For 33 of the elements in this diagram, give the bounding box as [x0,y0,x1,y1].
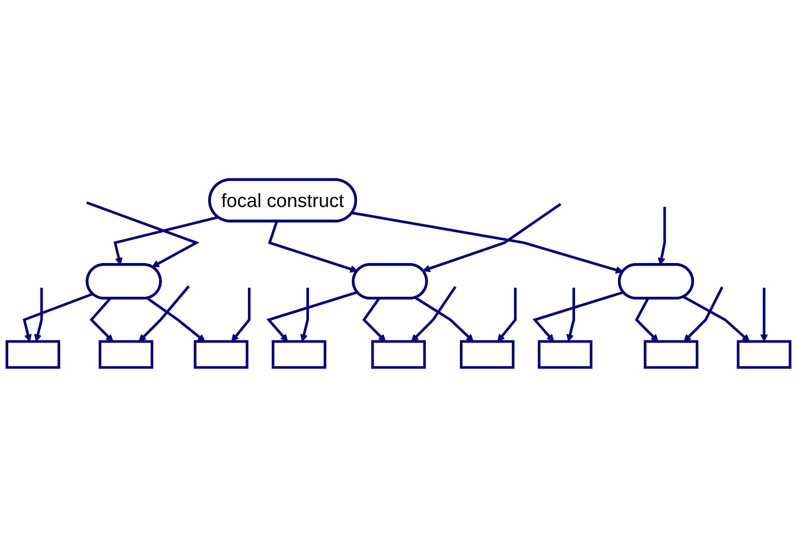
arrow [760,288,768,342]
node-box [736,340,792,369]
node-box [6,340,60,369]
arrow [300,288,309,342]
arrow [497,288,517,342]
arrow [362,298,386,342]
arrow [34,288,43,342]
arrow [422,202,562,272]
arrow [634,298,658,342]
arrow [352,212,624,274]
arrow [266,290,358,342]
node-box [98,340,154,369]
node-box [644,340,698,369]
node-box [272,340,326,369]
arrow [268,221,358,273]
arrow [231,288,251,342]
arrow [658,206,666,266]
node-box [460,340,514,369]
arrow [683,296,750,342]
node-box [194,340,248,369]
node-box [371,340,426,369]
arrow [532,290,624,342]
arrow [114,216,218,266]
arrow [90,298,114,342]
arrow [414,296,474,342]
arrow [684,286,724,342]
arrow [86,201,200,268]
arrow [411,286,456,342]
arrow [566,288,576,342]
arrow [22,292,94,342]
arrow [138,285,190,342]
arrow [146,297,206,342]
node-box [538,340,592,369]
